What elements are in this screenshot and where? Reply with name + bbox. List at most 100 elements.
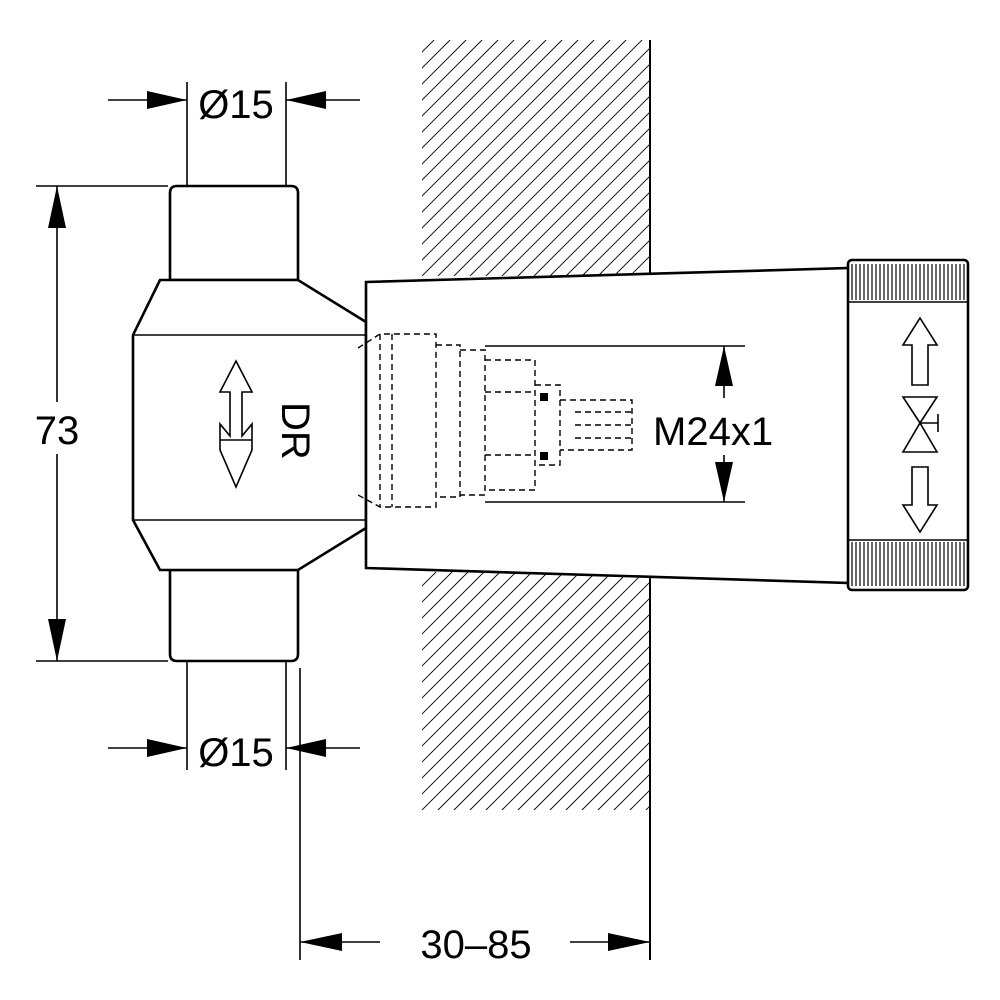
hatch-line	[422, 47, 650, 276]
height-dimension: 73	[20, 185, 168, 662]
hatch-line	[886, 40, 1000, 276]
hatch-line	[422, 40, 483, 101]
hatch-line	[517, 677, 650, 810]
top-diameter-dimension: Ø15	[108, 82, 360, 186]
hatch-line	[838, 572, 1000, 810]
hatch-line	[790, 572, 1000, 810]
hatch-line	[422, 572, 469, 619]
hatch-line	[822, 572, 1000, 810]
hatch-line	[854, 572, 1000, 810]
body-marking-text: DR	[273, 402, 317, 460]
hatch-line	[422, 572, 501, 651]
hatch-line	[902, 40, 1000, 276]
hatch-line	[902, 572, 1000, 810]
hidden-internal-parts	[357, 333, 633, 508]
hatch-line	[549, 175, 650, 276]
hatch-line	[422, 572, 597, 747]
hatch-line	[742, 572, 980, 810]
svg-text:30–85: 30–85	[420, 923, 531, 967]
knurled-nut	[846, 258, 970, 592]
hatch-line	[918, 572, 1000, 810]
svg-text:M24x1: M24x1	[653, 410, 773, 454]
hatch-line	[422, 572, 629, 779]
top-pipe-stub	[168, 184, 300, 282]
hatch-line	[422, 572, 613, 763]
hatch-line	[710, 40, 946, 276]
wall-hatching-top	[422, 40, 1000, 276]
hatch-line	[790, 40, 1000, 276]
hatch-line	[758, 572, 996, 810]
hatch-line	[453, 613, 650, 810]
svg-text:Ø15: Ø15	[198, 83, 274, 127]
hatch-line	[806, 572, 1000, 810]
hatch-line	[422, 572, 517, 667]
hatch-line	[565, 725, 650, 810]
hatch-line	[694, 40, 930, 276]
hatch-line	[422, 572, 549, 699]
hatch-line	[629, 789, 650, 810]
hatch-line	[533, 159, 650, 276]
hatch-line	[533, 693, 650, 810]
hatch-line	[437, 63, 650, 276]
hatch-line	[645, 805, 650, 810]
hatch-line	[710, 572, 948, 810]
hatch-line	[838, 40, 1000, 276]
hatch-line	[629, 255, 650, 276]
hatch-line	[517, 143, 650, 276]
hatch-line	[501, 127, 650, 276]
flow-direction-arrow-icon	[218, 359, 254, 490]
hatch-line	[422, 40, 579, 197]
hatch-line	[806, 40, 1000, 276]
hatch-line	[742, 40, 978, 276]
hatch-line	[422, 581, 650, 810]
hatch-line	[453, 79, 650, 276]
hatch-line	[726, 572, 964, 810]
up-arrow-icon	[901, 316, 939, 386]
hatch-line	[870, 572, 1000, 810]
hatch-line	[422, 40, 595, 213]
hatch-line	[469, 629, 650, 810]
hatch-line	[597, 757, 650, 810]
hatch-line	[422, 40, 531, 149]
hatch-line	[774, 40, 1000, 276]
hatch-line	[662, 40, 898, 276]
hatch-line	[886, 572, 1000, 810]
hatch-line	[662, 572, 900, 810]
hatch-line	[581, 741, 650, 810]
hatch-line	[422, 40, 563, 181]
hatch-line	[422, 572, 645, 795]
hatch-line	[469, 95, 650, 276]
hatch-line	[422, 40, 611, 229]
hatch-line	[422, 40, 547, 165]
hatch-line	[501, 661, 650, 810]
hatch-line	[422, 572, 533, 683]
hatch-line	[422, 40, 643, 261]
hatch-line	[854, 40, 1000, 276]
wall-hatching-bottom	[422, 572, 1000, 810]
hatch-line	[422, 40, 499, 117]
valve-body	[131, 278, 368, 572]
hatch-line	[870, 40, 1000, 276]
hatch-line	[549, 709, 650, 810]
hatch-line	[678, 40, 914, 276]
hatch-line	[485, 645, 650, 810]
hatch-line	[422, 40, 627, 245]
thread-dimension: M24x1	[485, 345, 773, 503]
hatch-line	[758, 40, 994, 276]
hatch-line	[726, 40, 962, 276]
hatch-line	[678, 572, 916, 810]
svg-text:Ø15: Ø15	[198, 731, 274, 775]
hatch-line	[437, 597, 650, 810]
hatch-line	[422, 572, 581, 731]
valve-symbol-icon	[901, 396, 939, 453]
hatch-line	[422, 40, 467, 85]
hatch-line	[822, 40, 1000, 276]
hatch-line	[774, 572, 1000, 810]
hatch-line	[565, 191, 650, 276]
hatch-line	[645, 271, 650, 276]
hatch-line	[422, 572, 485, 635]
hatch-line	[485, 111, 650, 276]
hatch-line	[597, 223, 650, 276]
hatch-line	[918, 40, 1000, 276]
